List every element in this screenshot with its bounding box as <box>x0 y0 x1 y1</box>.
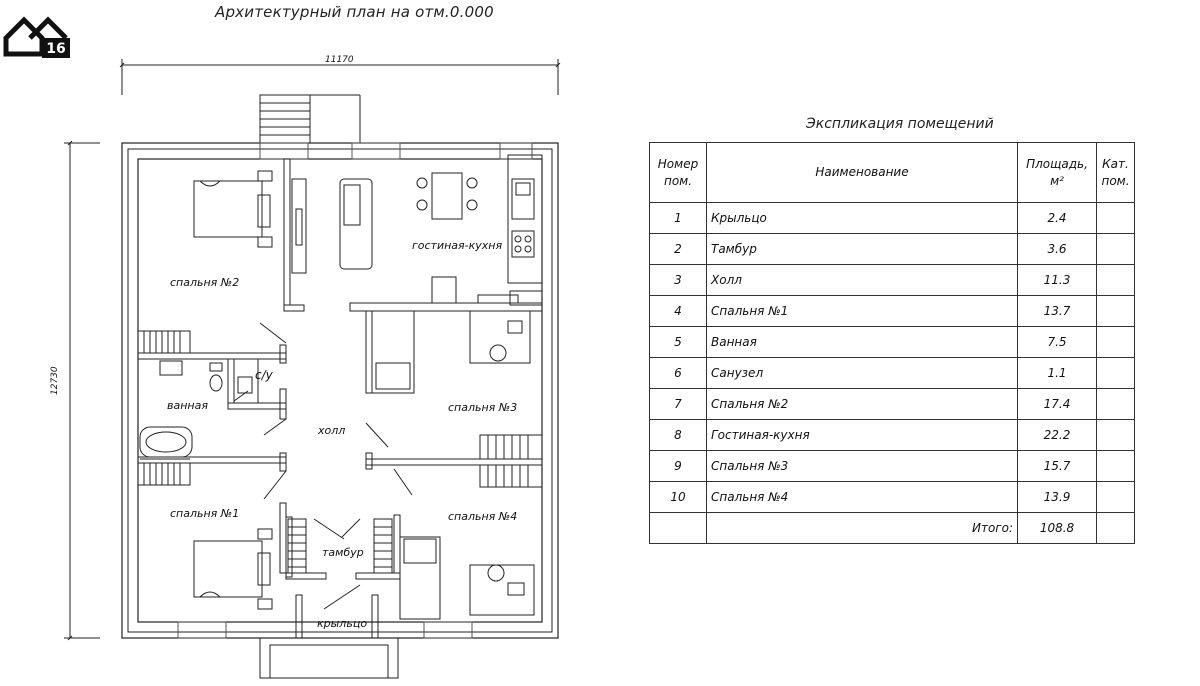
width-dimension: 11170 <box>325 55 354 65</box>
header-name: Наименование <box>706 142 1018 203</box>
total-value: 108.8 <box>1017 512 1097 544</box>
room-label-wc: с/у <box>255 368 273 382</box>
header-area: Площадь,м² <box>1017 142 1097 203</box>
room-label-porch: крыльцо <box>317 617 368 630</box>
room-label-bedroom1: спальня №1 <box>170 507 240 520</box>
header-category: Кат.пом. <box>1096 142 1135 203</box>
room-label-bedroom2: спальня №2 <box>170 276 240 289</box>
house-logo-icon: 16 <box>3 16 70 58</box>
explication-title: Экспликация помещений <box>806 116 994 132</box>
room-label-bedroom3: спальня №3 <box>448 401 518 414</box>
plan-title: Архитектурный план на отм.0.000 <box>215 3 494 21</box>
logo-number: 16 <box>46 41 65 57</box>
room-label-bath: ванная <box>167 399 208 412</box>
room-label-hall: холл <box>318 424 346 437</box>
total-label: Итого: <box>706 512 1018 544</box>
floor-plan <box>64 59 561 679</box>
room-label-living: гостиная-кухня <box>412 239 503 252</box>
table-total-row: Итого: 108.8 <box>649 512 1135 544</box>
room-label-bedroom4: спальня №4 <box>448 510 518 523</box>
room-label-vestibule: тамбур <box>322 546 364 559</box>
height-dimension: 12730 <box>50 366 60 395</box>
